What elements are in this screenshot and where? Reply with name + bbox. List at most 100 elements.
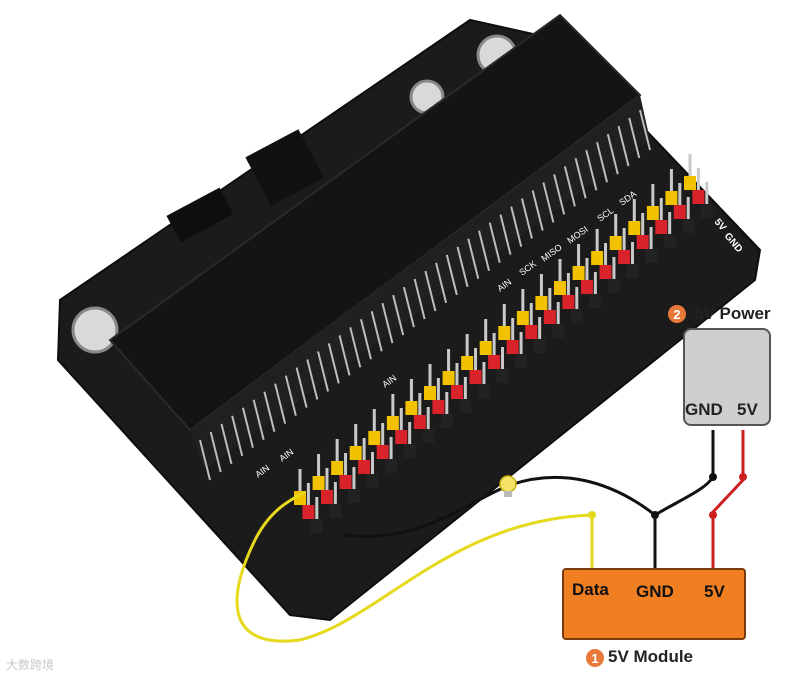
edge-pin <box>424 270 437 312</box>
header-pin-base <box>331 461 344 475</box>
header-pin-base <box>628 221 641 235</box>
header-pin-base <box>403 444 416 458</box>
edge-pin <box>360 319 372 360</box>
header-pin-base <box>366 474 379 488</box>
edge-pin <box>306 359 319 400</box>
header-pin-base <box>572 266 585 280</box>
edge-pin <box>209 431 222 473</box>
watermark: 大数跨境 <box>6 658 55 672</box>
power-title: 5V Power <box>694 304 771 323</box>
header-pin-base <box>479 341 492 355</box>
header-pin-base <box>533 339 546 353</box>
edge-pin <box>467 238 480 280</box>
junction-dot <box>709 511 717 519</box>
header-pin-base <box>516 311 529 325</box>
header-pin-base <box>477 384 490 398</box>
header-pin-base <box>386 416 399 430</box>
edge-pin <box>563 166 576 207</box>
edge-pin <box>381 302 394 344</box>
header-pin-base <box>349 446 362 460</box>
edge-pin <box>574 158 587 199</box>
power-supply-box: GND 5V <box>683 328 771 426</box>
module-5v-label: 5V <box>704 582 725 601</box>
edge-pin <box>456 246 469 288</box>
power-switch <box>711 478 745 514</box>
header-pin-base <box>535 296 548 310</box>
mount-hole <box>71 306 119 354</box>
edge-pin <box>284 375 297 416</box>
edge-pin <box>510 206 523 247</box>
header-pin-base <box>543 310 556 324</box>
bulb-icon <box>499 475 517 497</box>
edge-pin <box>392 294 405 336</box>
header-pin-base <box>626 264 639 278</box>
header-pin-base <box>682 219 695 233</box>
edge-pin <box>370 310 383 352</box>
edge-pin <box>274 383 287 424</box>
header-pins <box>294 154 713 533</box>
header-pin-base <box>339 475 352 489</box>
header-pin-base <box>440 414 453 428</box>
edge-pin <box>478 230 490 271</box>
edge-pin <box>435 262 448 304</box>
header-pin-base <box>395 430 408 444</box>
header-pin-base <box>422 429 435 443</box>
header-pin-base <box>570 309 583 323</box>
power-badge: 2 <box>668 305 686 323</box>
header-pin-base <box>607 279 620 293</box>
header-pin-base <box>673 205 686 219</box>
edge-pin <box>413 278 426 320</box>
header-pin-base <box>442 371 455 385</box>
module-data-label: Data <box>572 580 609 599</box>
speaker <box>245 129 325 206</box>
header-pin-base <box>591 251 604 265</box>
header-pin-base <box>580 280 593 294</box>
module-gnd-label: GND <box>636 582 674 601</box>
junction-dot <box>651 511 659 519</box>
edge-pin <box>263 391 276 432</box>
junction-dot <box>588 511 596 519</box>
module-box: Data GND 5V <box>562 568 746 640</box>
header-pin-base <box>496 369 509 383</box>
header-pin-base <box>684 176 696 190</box>
edge-pin <box>231 415 244 457</box>
header-pin-base <box>554 281 566 295</box>
header-pin-base <box>618 250 631 264</box>
edge-pin <box>617 125 630 167</box>
header-pin-base <box>636 235 649 249</box>
header-pin-base <box>310 519 323 533</box>
header-pin-base <box>655 220 668 234</box>
header-pin-base <box>562 295 575 309</box>
edge-pin <box>488 222 501 263</box>
header-pin-base <box>646 206 659 220</box>
header-pin-base <box>461 356 474 370</box>
header-pin-base <box>552 324 565 338</box>
edge-pin <box>585 150 598 191</box>
edge-pin <box>349 327 362 368</box>
header-pin-base <box>525 325 538 339</box>
edge-pin <box>628 117 641 159</box>
edge-pin <box>317 351 330 392</box>
edge-pin <box>606 133 619 175</box>
header-pin-base <box>450 385 463 399</box>
header-pin-base <box>385 459 398 473</box>
junction-dot <box>739 473 747 481</box>
edge-pin <box>499 214 512 255</box>
edge-pin <box>241 407 254 449</box>
module-badge: 1 <box>586 649 604 667</box>
edge-pin <box>338 335 351 376</box>
edge-connector-pins <box>199 109 651 481</box>
power-gnd-label: GND <box>685 400 723 419</box>
edge-pin <box>520 198 533 239</box>
header-pin-base <box>424 386 436 400</box>
header-pin-base <box>498 326 511 340</box>
edge-connector-front <box>190 95 650 470</box>
header-pin-base <box>302 505 315 519</box>
header-pin-base <box>347 489 360 503</box>
header-pin-base <box>488 355 501 369</box>
power-5v-label: 5V <box>737 400 758 419</box>
edge-pin <box>553 174 566 215</box>
data-wire <box>235 490 594 643</box>
header-pin-base <box>459 399 472 413</box>
edge-pin <box>252 399 265 440</box>
